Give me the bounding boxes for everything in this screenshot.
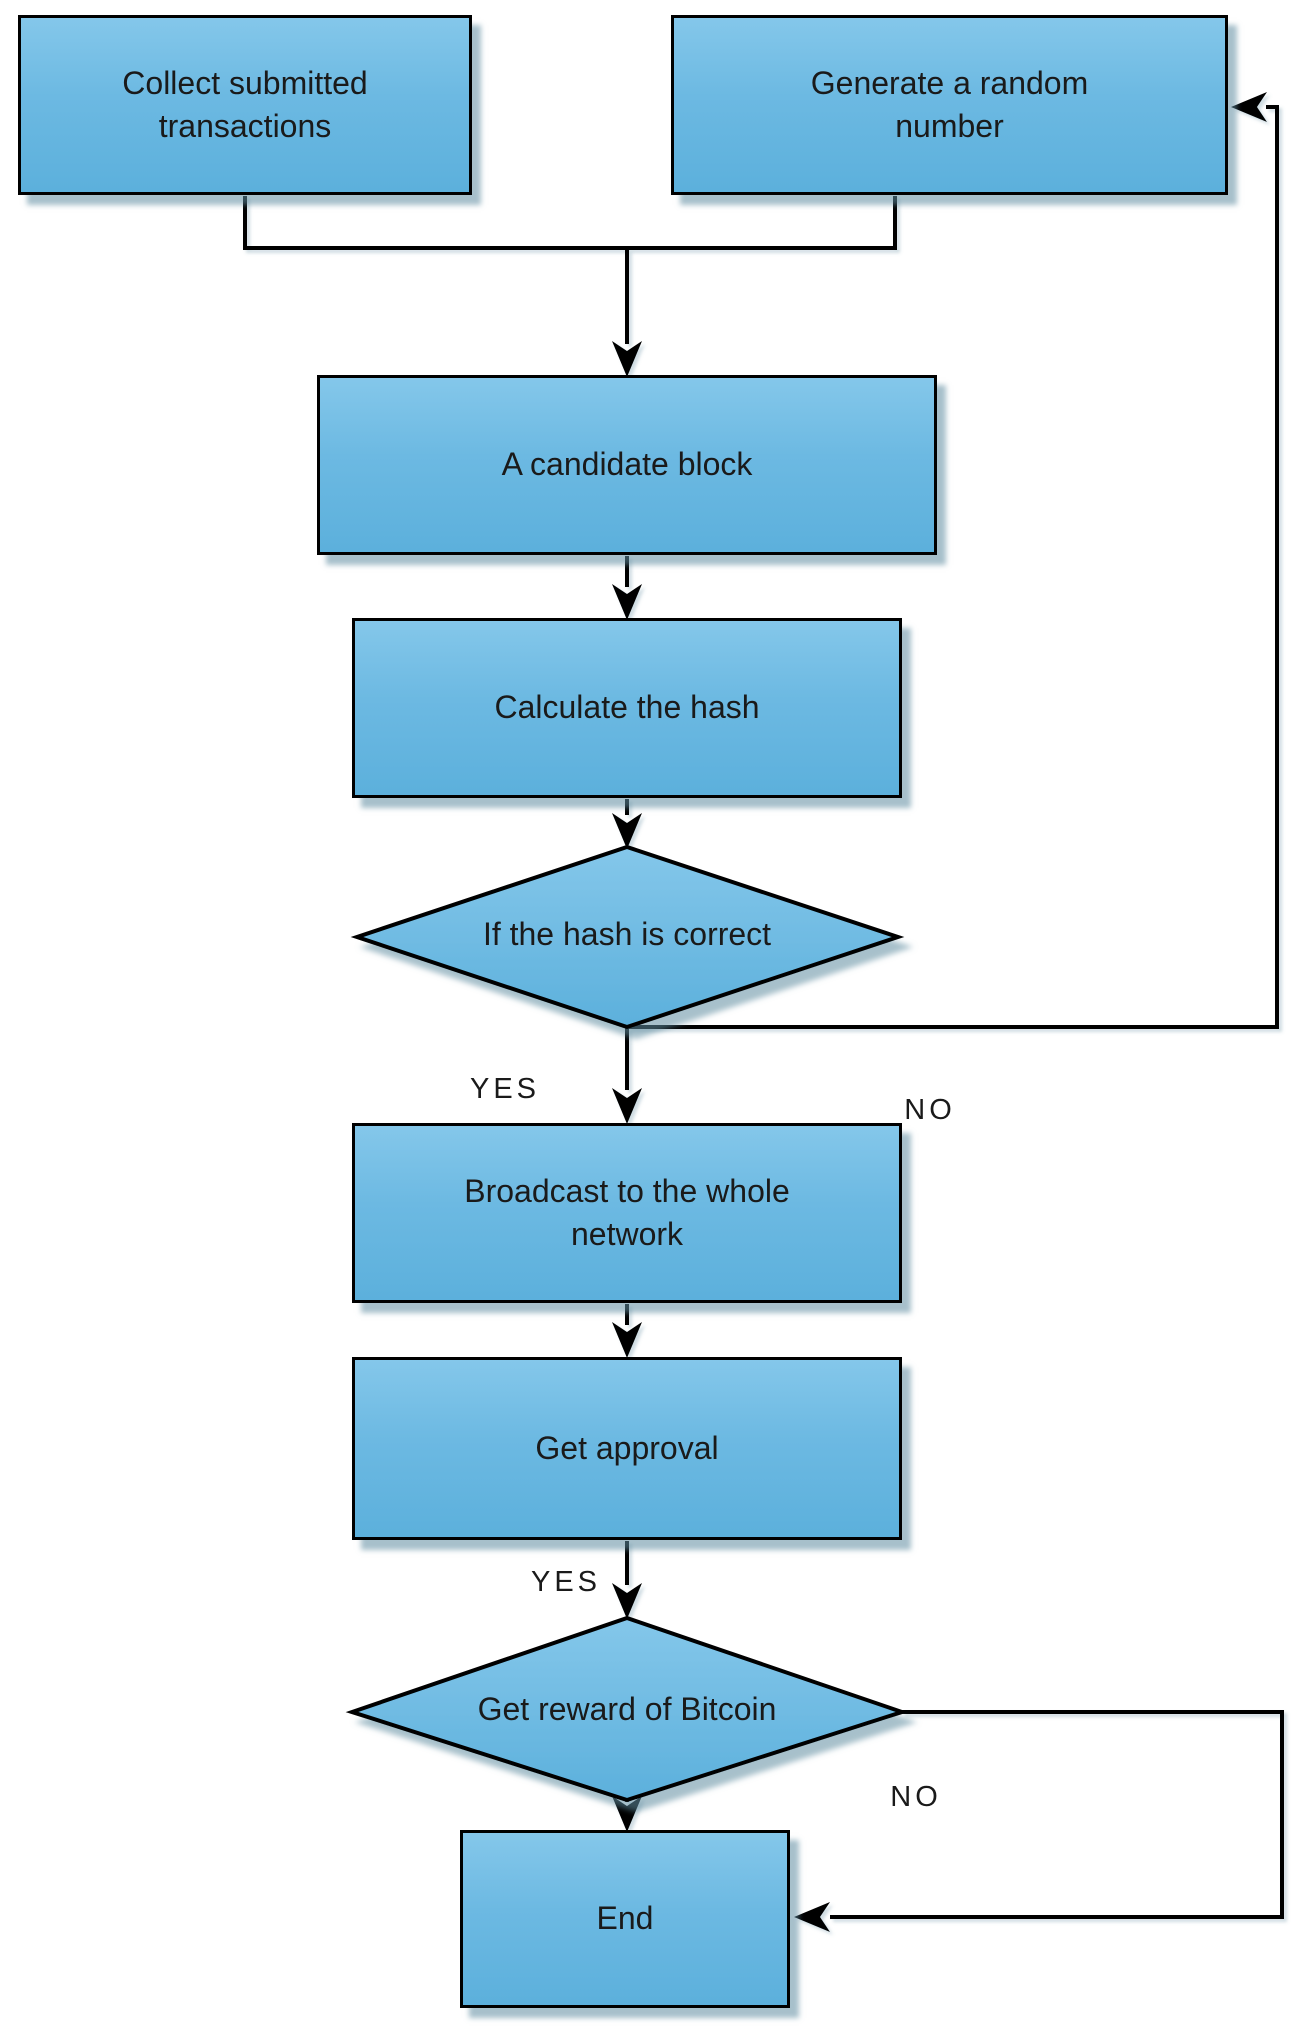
node-label: number: [895, 108, 1004, 144]
node-candidate-block: A candidate block: [317, 375, 937, 555]
arrowhead-into-hash-diamond: [612, 813, 642, 849]
arrowhead-into-candidate-block: [612, 341, 642, 377]
arrowhead-into-reward-diamond: [612, 1583, 642, 1619]
edge-hash-no-loop: [627, 105, 1279, 1029]
arrowhead-into-calculate-hash: [612, 584, 642, 620]
node-label: End: [596, 1900, 654, 1937]
arrowhead-into-end-top: [612, 1796, 642, 1832]
arrowhead-into-generate-random: [1231, 92, 1267, 122]
node-calculate-hash: Calculate the hash: [352, 618, 902, 798]
arrowhead-into-broadcast: [612, 1088, 642, 1124]
node-label: Generate a random: [810, 64, 1089, 101]
branch-label-no-hash: NO: [904, 1094, 956, 1126]
node-hash-correct-diamond: [350, 844, 905, 1030]
arrowhead-into-get-approval: [612, 1322, 642, 1358]
node-reward-bitcoin-diamond: [345, 1615, 909, 1803]
node-label: Broadcast to the whole: [464, 1172, 790, 1209]
node-collect-transactions: Collect submitted transactions: [18, 15, 472, 195]
node-broadcast-network: Broadcast to the whole network: [352, 1123, 902, 1303]
node-label: Collect submitted: [122, 64, 368, 101]
edge-reward-no-loop: [830, 1710, 1284, 1919]
branch-label-no-reward: NO: [890, 1781, 942, 1813]
branch-label-yes-hash: YES: [469, 1073, 541, 1105]
node-label: network: [570, 1216, 684, 1252]
node-label: Calculate the hash: [494, 689, 760, 726]
node-reward-bitcoin-label: Get reward of Bitcoin: [477, 1691, 777, 1727]
node-label: Get approval: [535, 1429, 719, 1466]
node-label: A candidate block: [501, 446, 753, 483]
node-end: End: [460, 1830, 790, 2008]
branch-label-yes-approval: YES: [530, 1566, 602, 1598]
node-hash-correct-label: If the hash is correct: [482, 916, 772, 952]
arrowhead-into-end-right: [794, 1902, 830, 1932]
node-label: transactions: [158, 108, 332, 144]
node-get-approval: Get approval: [352, 1357, 902, 1540]
node-generate-random-number: Generate a random number: [671, 15, 1228, 195]
